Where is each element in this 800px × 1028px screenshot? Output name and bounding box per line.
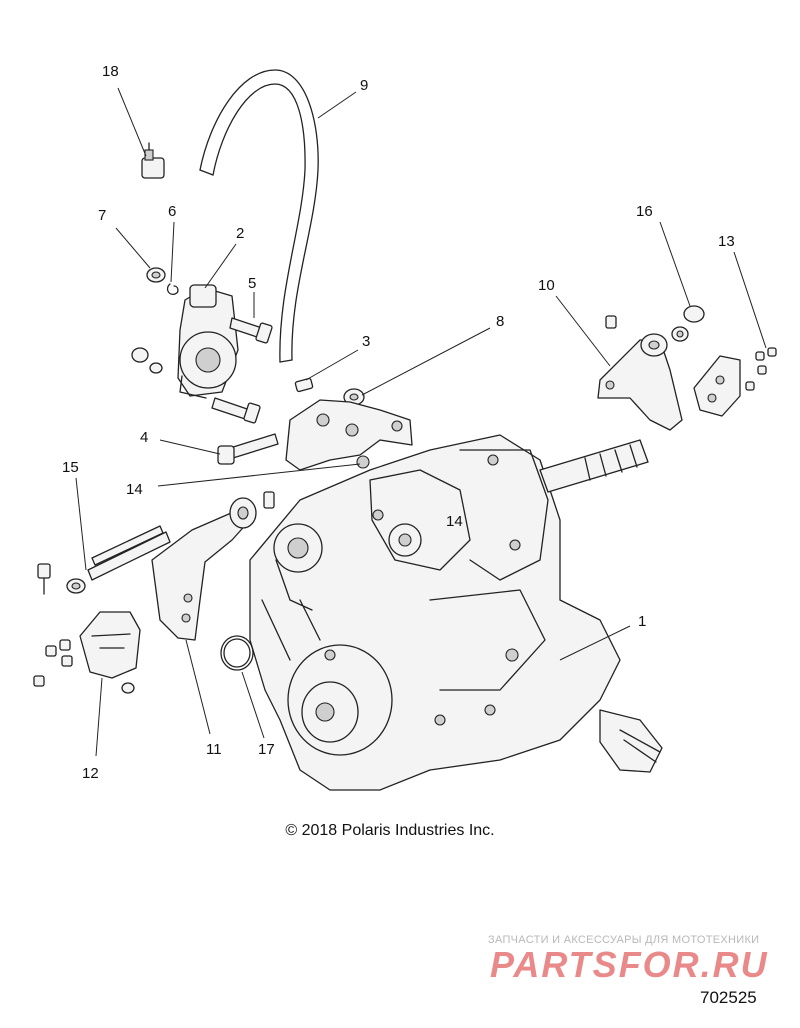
callout-label-15: 15 [62,459,79,476]
part-13-bolts [745,347,777,391]
watermark-logo: PARTSFOR.RU [490,944,769,985]
callout-label-12: 12 [82,765,99,782]
callout-label-17: 17 [258,741,275,758]
part-18-sensor [141,142,165,179]
leader-lines [75,87,767,757]
part-12-bolts [33,639,73,687]
callout-label-2: 2 [236,225,244,242]
drawing-number: 702525 [700,988,757,1007]
callout-label-3: 3 [362,333,370,350]
part-6-clip [166,283,179,295]
actuator-nut [131,347,163,374]
part-9-hose [199,69,319,363]
callout-label-7: 7 [98,207,106,224]
callout-label-14-left: 14 [126,481,143,498]
actuator-lower-bolt [211,397,261,424]
callout-label-10: 10 [538,277,555,294]
part-13-plate [693,355,741,417]
callout-label-4: 4 [140,429,148,446]
part-5-bolt [229,317,273,344]
callout-label-5: 5 [248,275,256,292]
callout-label-14-housing: 14 [446,513,463,530]
callout-label-1: 1 [638,613,646,630]
callout-label-6: 6 [168,203,176,220]
part-8-bushing [343,388,365,406]
part-16-bushing [671,305,705,342]
callout-label-8: 8 [496,313,504,330]
callout-label-16: 16 [636,203,653,220]
callout-label-13: 13 [718,233,735,250]
part-12-mount [79,611,141,694]
callout-label-11: 11 [206,741,222,758]
copyright-notice: © 2018 Polaris Industries Inc. [285,822,495,839]
callout-label-18: 18 [102,63,119,80]
part-10-bracket [597,315,683,431]
left-washer [66,578,86,594]
watermark-tagline: ЗАПЧАСТИ И АКСЕССУАРЫ ДЛЯ МОТОТЕХНИКИ [488,934,760,946]
part-4-bolt [217,433,279,465]
part-15-long-bolt [87,525,171,581]
left-small-bolt [37,563,51,595]
part-2-actuator [177,284,239,399]
part-3-fitting [294,377,314,393]
part-11-bracket [151,497,257,641]
part-7-nut [146,267,166,283]
part-1-transmission-housing [249,434,663,791]
part-17-o-ring [220,635,254,671]
upper-bracket-plate [285,399,413,471]
callout-label-9: 9 [360,77,368,94]
